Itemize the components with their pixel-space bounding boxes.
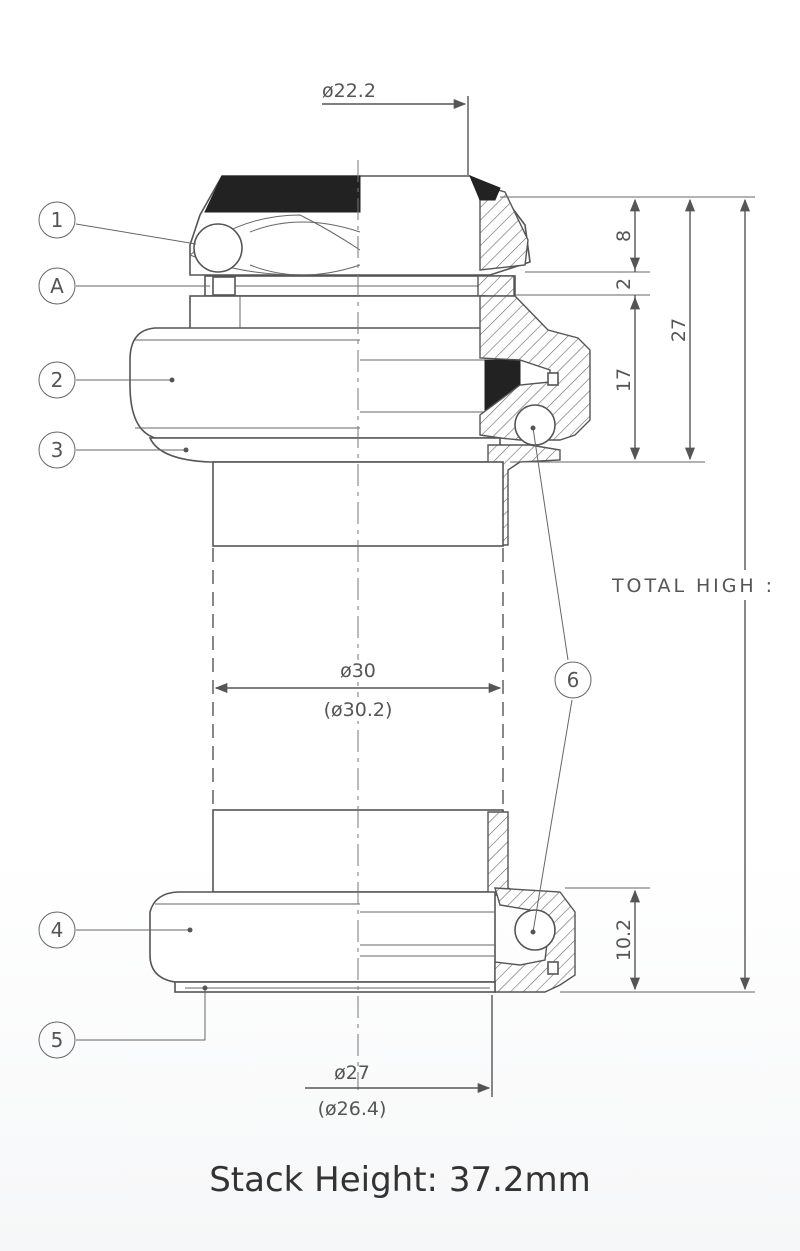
svg-text:6: 6 [567, 668, 580, 692]
callout-5: 5 [38, 985, 208, 1059]
dim-total: TOTAL HIGH : [610, 198, 780, 991]
dim-top-dia-label: ø22.2 [322, 80, 376, 102]
callout-6: 6 [530, 425, 592, 935]
dim-locknut: 8 [613, 198, 641, 271]
svg-text:A: A [50, 274, 64, 298]
upper-cup [129, 295, 591, 446]
dim-upper-stack-label: 27 [668, 318, 690, 342]
callout-a: A [38, 267, 210, 305]
callout-3: 3 [38, 431, 189, 469]
dim-lower-cup-label: 10.2 [613, 919, 635, 961]
callout-1: 1 [38, 201, 197, 245]
dim-lower-cup: 10.2 [613, 889, 641, 991]
svg-text:4: 4 [51, 918, 64, 942]
dim-steerer-alt-label: (ø30.2) [324, 699, 393, 721]
dim-crown-race-label: ø27 [334, 1062, 370, 1084]
dim-total-label: TOTAL HIGH : [611, 575, 772, 597]
locknut [189, 175, 531, 276]
dim-locknut-label: 8 [613, 230, 635, 242]
dim-crown-race-alt-label: (ø26.4) [318, 1098, 387, 1120]
dim-right-extensions [500, 196, 755, 993]
dim-upper-cup: 17 [613, 296, 641, 461]
stack-height-caption: Stack Height: 37.2mm [209, 1160, 591, 1200]
svg-text:2: 2 [51, 368, 64, 392]
svg-text:1: 1 [51, 208, 64, 232]
callout-4: 4 [38, 911, 193, 949]
lower-cup [149, 887, 576, 993]
dim-upper-stack: 27 [668, 198, 696, 461]
svg-text:3: 3 [51, 438, 64, 462]
svg-text:5: 5 [51, 1028, 64, 1052]
dim-steerer-label: ø30 [340, 660, 376, 682]
dim-top-dia: ø22.2 [322, 80, 469, 175]
dim-spacer-label: 2 [613, 278, 635, 290]
dim-spacer: 2 [613, 258, 636, 308]
callout-2: 2 [38, 361, 175, 399]
crown-race [174, 981, 496, 993]
dim-steerer: ø30 (ø30.2) [214, 660, 502, 721]
dim-crown-race: ø27 (ø26.4) [305, 995, 493, 1120]
spacer [204, 275, 516, 297]
dim-upper-cup-label: 17 [613, 368, 635, 392]
